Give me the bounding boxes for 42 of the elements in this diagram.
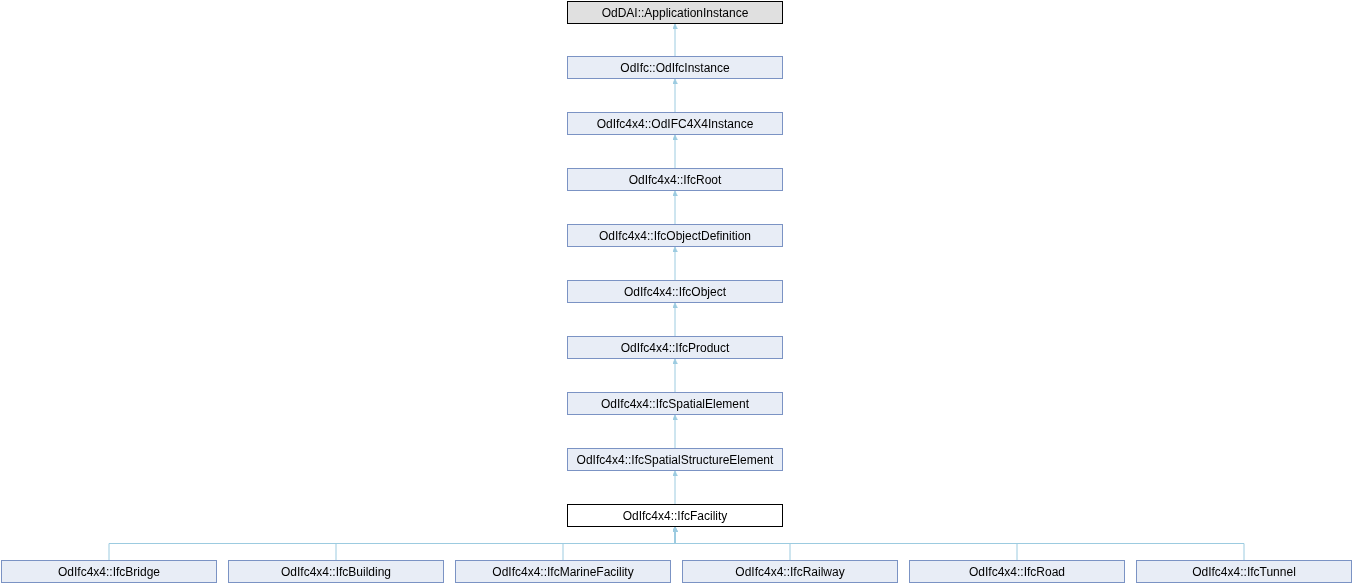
class-name: OdIfc4x4::IfcObject xyxy=(623,284,726,299)
inheritance-arrow xyxy=(672,134,678,169)
class-box xyxy=(567,280,783,303)
class-box xyxy=(1136,560,1352,583)
class-name: OdIfc4x4::OdIFC4X4Instance xyxy=(596,116,754,131)
inheritance-arrow xyxy=(672,526,1245,561)
class-box xyxy=(1,560,217,583)
class-box xyxy=(228,560,444,583)
class-box xyxy=(567,112,783,135)
class-name: OdIfc4x4::IfcTunnel xyxy=(1192,564,1296,579)
class-box xyxy=(682,560,898,583)
class-name: OdIfc::OdIfcInstance xyxy=(620,60,730,75)
class-box xyxy=(567,448,783,471)
class-box xyxy=(567,392,783,415)
inheritance-arrow xyxy=(672,78,678,113)
class-name: OdIfc4x4::IfcObjectDefinition xyxy=(598,228,752,243)
class-name: OdIfc4x4::IfcSpatialStructureElement xyxy=(576,452,774,467)
inheritance-arrow xyxy=(672,302,678,337)
inheritance-arrow xyxy=(672,358,678,393)
class-box xyxy=(567,504,783,527)
class-box xyxy=(567,1,783,24)
class-name: OdIfc4x4::IfcFacility xyxy=(622,508,728,523)
class-name: OdIfc4x4::IfcMarineFacility xyxy=(492,564,634,579)
class-name: OdIfc4x4::IfcRoad xyxy=(968,564,1065,579)
inheritance-arrow xyxy=(672,190,678,225)
class-box xyxy=(567,224,783,247)
class-box xyxy=(567,336,783,359)
class-box xyxy=(455,560,671,583)
class-box xyxy=(567,168,783,191)
class-name: OdIfc4x4::IfcRoot xyxy=(628,172,722,187)
class-box xyxy=(909,560,1125,583)
class-box xyxy=(567,56,783,79)
class-name: OdIfc4x4::IfcBuilding xyxy=(280,564,392,579)
inheritance-arrow xyxy=(672,23,678,57)
class-name: OdIfc4x4::IfcSpatialElement xyxy=(600,396,750,411)
inheritance-arrow xyxy=(672,470,678,505)
class-name: OdIfc4x4::IfcBridge xyxy=(57,564,160,579)
class-name: OdDAI::ApplicationInstance xyxy=(601,5,749,20)
inheritance-arrow xyxy=(672,246,678,281)
class-name: OdIfc4x4::IfcProduct xyxy=(620,340,730,355)
inheritance-arrow xyxy=(672,414,678,449)
class-name: OdIfc4x4::IfcRailway xyxy=(735,564,845,579)
